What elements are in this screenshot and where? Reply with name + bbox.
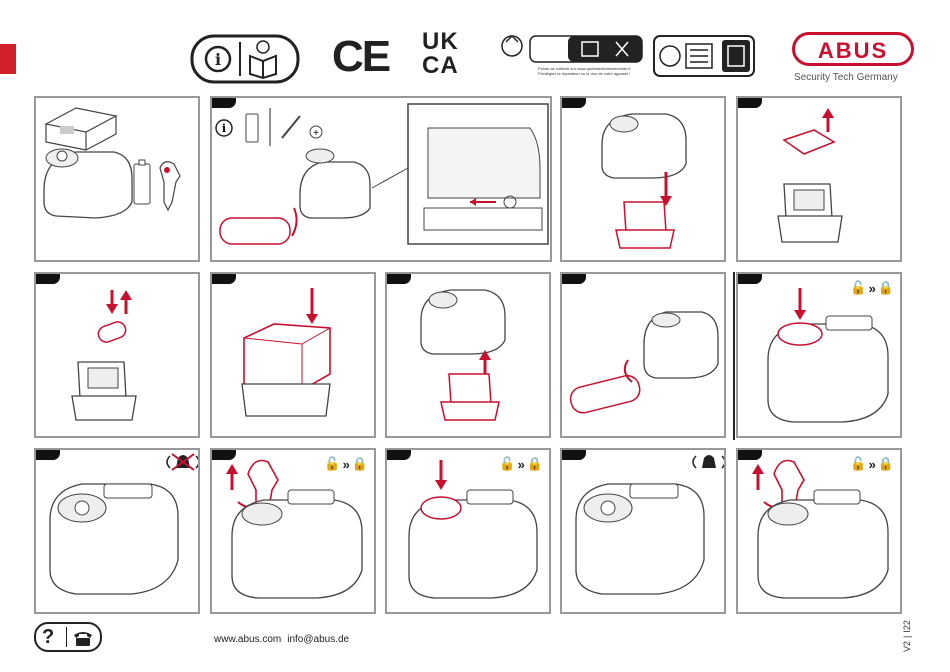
- weee-bin-icon: [652, 34, 756, 78]
- reattach-cover-illustration: [387, 274, 551, 438]
- panel-key-unlock: 🔓 » 🔒: [210, 448, 376, 614]
- tighten-screw-illustration: [562, 274, 726, 438]
- alarm-on-scene: [562, 450, 726, 614]
- panel-open-battery: i +: [210, 96, 552, 262]
- footer-links: www.abus.com info@abus.de: [214, 634, 349, 645]
- ukca-top: UK: [422, 30, 472, 54]
- abus-logo: ABUS: [792, 32, 914, 66]
- panel-box-contents: [34, 96, 200, 262]
- version-sep: |: [902, 636, 912, 638]
- key-turn-illustration: [738, 450, 902, 614]
- panel-alarm-off: [34, 448, 200, 614]
- version-b: I22: [902, 620, 912, 633]
- recycling-line2: Privilégiez la réparation ou le don de v…: [538, 71, 648, 76]
- read-manual-icon: i: [190, 34, 300, 84]
- panel-remove-battery-lid: [736, 96, 902, 262]
- alarm-icon: [693, 455, 725, 468]
- alarm-off-scene: [36, 450, 200, 614]
- replace-lid-illustration: [212, 274, 376, 438]
- panel-press-lock: 🔓 » 🔒: [385, 448, 551, 614]
- version-a: V2: [902, 641, 912, 652]
- panel-key-turn: 🔓 » 🔒: [736, 448, 902, 614]
- svg-text:i: i: [215, 50, 221, 69]
- question-icon: ?: [42, 626, 54, 649]
- insert-battery-illustration: [36, 274, 200, 438]
- box-contents-illustration: [36, 98, 200, 262]
- panel-reattach-cover: [385, 272, 551, 438]
- remove-lid-illustration: [738, 98, 902, 262]
- ukca-bottom: CA: [422, 54, 472, 78]
- panel-replace-lid: [210, 272, 376, 438]
- remove-cover-illustration: [562, 98, 726, 262]
- alarm-off-icon: [167, 454, 199, 470]
- phone-icon: [72, 629, 94, 647]
- brand: ABUS Security Tech Germany: [788, 32, 918, 92]
- panel-alarm-on: [560, 448, 726, 614]
- section-divider: [733, 272, 735, 440]
- recycling-text: Points de collecte sur www.quefairedemes…: [538, 66, 648, 76]
- lock-press-illustration: [738, 274, 902, 438]
- key-unlock-illustration: [212, 450, 376, 614]
- website-link[interactable]: www.abus.com: [214, 634, 281, 645]
- panel-lock-press: 🔓 » 🔒: [736, 272, 902, 438]
- press-lock-illustration: [387, 450, 551, 614]
- email-link[interactable]: info@abus.de: [287, 634, 349, 645]
- svg-text:i: i: [222, 122, 226, 135]
- version-label: V2 | I22: [902, 620, 912, 652]
- panel-insert-battery: [34, 272, 200, 438]
- panel-remove-cover: [560, 96, 726, 262]
- divider: [66, 627, 67, 647]
- open-battery-illustration: i +: [212, 98, 552, 262]
- help-contact-icon: ?: [34, 622, 102, 652]
- ukca-mark: UK CA: [422, 30, 472, 78]
- brand-tagline: Security Tech Germany: [794, 72, 898, 83]
- brand-name: ABUS: [795, 38, 911, 64]
- svg-text:+: +: [313, 128, 319, 139]
- panel-tighten-screw: [560, 272, 726, 438]
- ce-mark: CE: [332, 32, 389, 82]
